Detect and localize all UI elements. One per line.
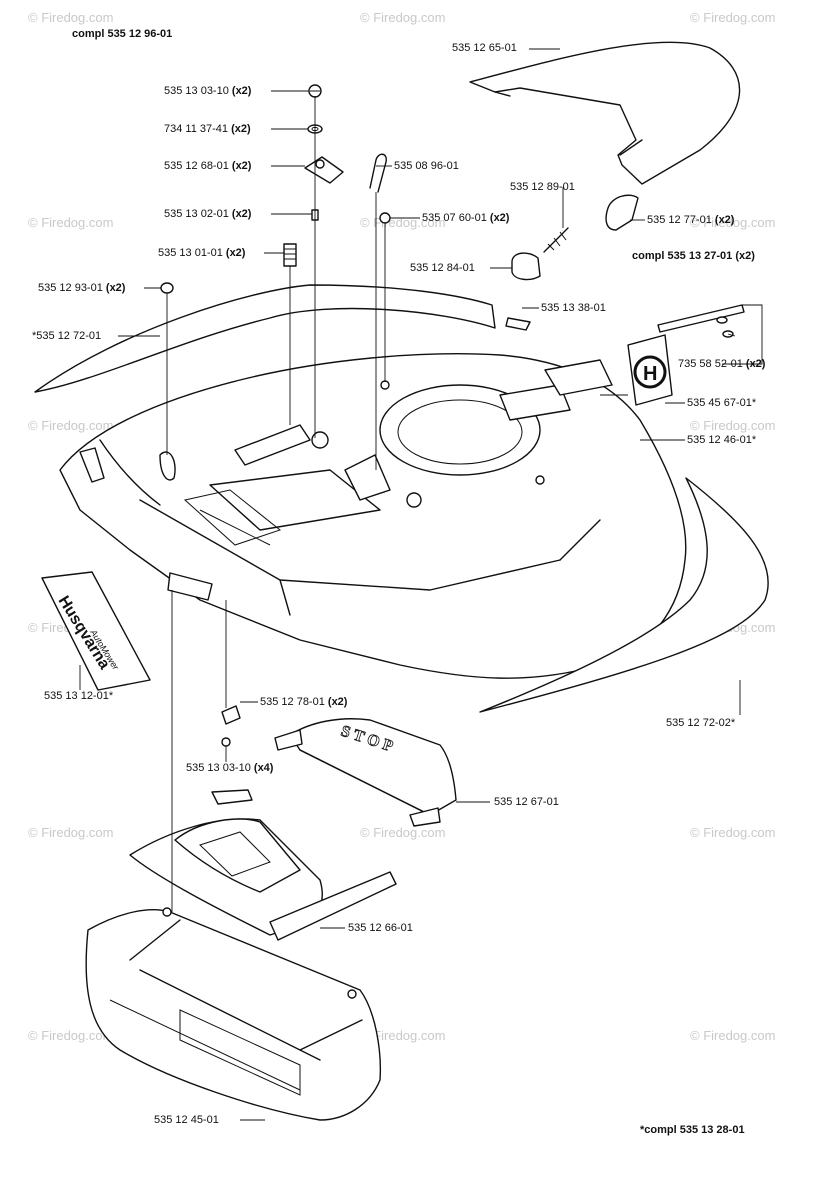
bracket-compl-535-13-27-01 bbox=[657, 304, 745, 338]
main-body-part bbox=[59, 353, 687, 679]
watermark: © Firedog.com bbox=[690, 418, 776, 433]
watermark: © Firedog.com bbox=[690, 215, 776, 230]
part-label: 535 12 84-01 bbox=[410, 262, 475, 274]
watermark: © Firedog.com bbox=[690, 10, 776, 25]
part-label: 535 12 72-02* bbox=[666, 717, 736, 729]
latch-535-12-77-01 bbox=[605, 194, 639, 231]
assembly-caption: *compl 535 13 28-01 bbox=[640, 1124, 745, 1136]
husqvarna-logo-decal: Husqvarna AutoMower bbox=[41, 571, 151, 691]
watermark: © Firedog.com bbox=[28, 215, 114, 230]
knob-535-12-84-01 bbox=[511, 252, 541, 281]
clip-535-12-68-01 bbox=[304, 156, 344, 184]
watermark: © Firedog.com bbox=[28, 10, 114, 25]
part-label: 535 13 38-01 bbox=[541, 302, 606, 314]
part-label: 734 11 37-41 (x2) bbox=[164, 123, 251, 135]
part-label: 535 12 46-01* bbox=[687, 434, 757, 446]
screw-535-13-03-10 bbox=[308, 84, 322, 98]
watermark: © Firedog.com bbox=[360, 1028, 446, 1043]
watermark: © Firedog.com bbox=[28, 1028, 114, 1043]
part-label: 535 13 03-10 (x4) bbox=[186, 762, 274, 774]
part-label: 535 13 03-10 (x2) bbox=[164, 85, 252, 97]
top-cover-part bbox=[469, 41, 741, 185]
screw-535-07-60-01 bbox=[379, 212, 391, 224]
leader-lines bbox=[79, 48, 763, 1121]
part-label: 535 12 89-01 bbox=[510, 181, 575, 193]
hook-535-08-96-01 bbox=[369, 153, 387, 193]
spring-535-13-01-01 bbox=[283, 243, 297, 267]
part-label: 535 07 60-01 (x2) bbox=[422, 212, 510, 224]
watermark: © Firedog.com bbox=[28, 825, 114, 840]
clip-535-13-38-01 bbox=[505, 317, 531, 331]
part-label: 535 12 65-01 bbox=[452, 42, 517, 54]
screw-535-13-03-10-x4 bbox=[221, 737, 231, 747]
assembly-caption: compl 535 12 96-01 bbox=[72, 28, 173, 40]
assembly-caption: compl 535 13 27-01 (x2) bbox=[632, 250, 755, 262]
part-label: 535 12 77-01 (x2) bbox=[647, 214, 735, 226]
hinge-535-12-78-01 bbox=[221, 705, 241, 725]
seal-strip-535-12-72-02 bbox=[479, 477, 769, 713]
keypad-cover-part bbox=[129, 789, 397, 941]
watermark: © Firedog.com bbox=[690, 1028, 776, 1043]
seal-strip-535-12-72-01 bbox=[34, 284, 496, 393]
part-label: 535 13 12-01* bbox=[44, 690, 114, 702]
emblem-letter: H bbox=[643, 363, 657, 385]
watermark: © Firedog.com bbox=[360, 10, 446, 25]
husqvarna-emblem-decal: H bbox=[627, 334, 673, 406]
part-label: 535 13 02-01 (x2) bbox=[164, 208, 252, 220]
stop-panel-part: STOP bbox=[274, 718, 457, 827]
part-label: 535 08 96-01 bbox=[394, 160, 459, 172]
part-label: 535 12 67-01 bbox=[494, 796, 559, 808]
part-label: 535 12 68-01 (x2) bbox=[164, 160, 252, 172]
part-label: 535 12 78-01 (x2) bbox=[260, 696, 348, 708]
part-label: 735 58 52-01 (x2) bbox=[678, 358, 766, 370]
front-bumper-part bbox=[85, 907, 382, 1121]
watermark: © Firedog.com bbox=[690, 825, 776, 840]
part-label: *535 12 72-01 bbox=[32, 330, 102, 342]
watermark: © Firedog.com bbox=[360, 825, 446, 840]
spring-535-12-89-01 bbox=[543, 227, 569, 253]
part-label: 535 12 93-01 (x2) bbox=[38, 282, 126, 294]
part-label: 535 12 66-01 bbox=[348, 922, 413, 934]
part-label: 535 12 45-01 bbox=[154, 1114, 219, 1126]
watermark: © Firedog.com bbox=[28, 418, 114, 433]
part-label: 535 13 01-01 (x2) bbox=[158, 247, 246, 259]
part-label: 535 45 67-01* bbox=[687, 397, 757, 409]
cap-535-12-93-01 bbox=[160, 282, 174, 294]
